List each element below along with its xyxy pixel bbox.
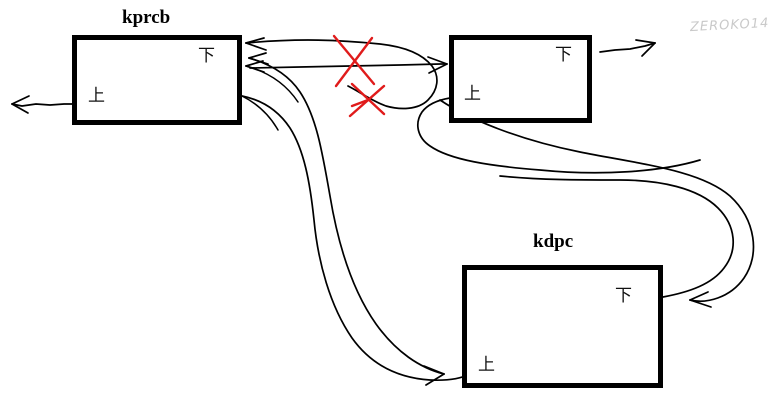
link-kdpc-next-outer-loop <box>499 175 735 298</box>
link-middle-next-out-right <box>599 39 656 57</box>
link-middle-prev-back-to-kprcb <box>245 39 438 110</box>
strike-upper <box>332 34 376 88</box>
link-kprcb-prev-out-left <box>11 95 73 114</box>
node-kdpc-field-next: 下 <box>615 286 632 306</box>
node-kprcb-field-prev: 上 <box>88 86 105 106</box>
node-entry-middle-field-next: 下 <box>555 45 572 65</box>
node-kdpc-field-prev: 上 <box>478 355 495 375</box>
node-entry-middle-field-prev: 上 <box>464 84 481 104</box>
link-middle-prev-hook <box>417 97 701 174</box>
link-kdpc-prev-back-to-kprcb <box>241 95 471 382</box>
node-kdpc[interactable] <box>462 265 663 388</box>
strike-lower <box>348 82 386 118</box>
link-middle-next-to-kdpc <box>439 99 755 308</box>
link-kprcb-next-to-middle <box>249 56 448 74</box>
node-kprcb-field-next: 下 <box>198 46 215 66</box>
node-kprcb[interactable] <box>72 35 242 125</box>
node-entry-middle[interactable] <box>449 35 592 123</box>
node-kprcb-label: kprcb <box>122 7 171 28</box>
node-kdpc-label: kdpc <box>533 231 574 252</box>
ink-tails-kprcb <box>241 65 299 131</box>
